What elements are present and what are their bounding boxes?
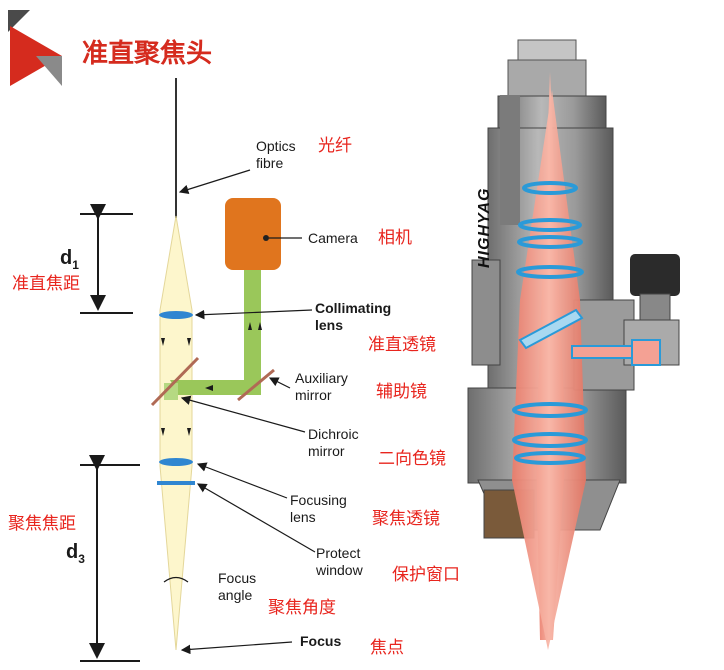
d1-dimension	[80, 204, 133, 314]
d1-label: d1	[60, 247, 79, 272]
dichroic-mirror-shape	[150, 356, 200, 407]
d3-dimension	[80, 455, 140, 662]
protect-window-shape	[157, 481, 195, 485]
auxiliary-mirror-shape	[237, 368, 275, 402]
collimating-lens-shape	[159, 311, 193, 319]
d1-label-cn: 准直焦距	[12, 274, 80, 293]
focusing-lens-label-cn: 聚焦透镜	[372, 509, 440, 528]
fibre-label-cn: 光纤	[318, 136, 352, 155]
auxiliary-mirror-label-cn: 辅助镜	[376, 382, 427, 401]
focusing-lens-shape	[159, 458, 193, 466]
beam-direction-arrows	[161, 322, 262, 436]
focusing-head-render	[467, 39, 680, 650]
d3-label: d3	[66, 541, 85, 566]
laser-beam	[159, 215, 193, 651]
focus-angle-arc	[163, 576, 189, 583]
protect-window-label-cn: 保护窗口	[392, 565, 460, 584]
d3-label-cn: 聚焦焦距	[8, 514, 76, 533]
camera-label-cn: 相机	[378, 228, 412, 247]
collimating-lens-label-cn: 准直透镜	[368, 335, 436, 354]
focus-label-cn: 焦点	[370, 638, 404, 657]
focus-label-en: Focus	[300, 633, 342, 649]
camera-label-en: Camera	[308, 230, 358, 246]
page-title: 准直聚焦头	[82, 39, 213, 69]
leader-lines	[178, 169, 316, 655]
brand-text: HIGHYAG	[476, 187, 493, 268]
focus-angle-label-cn: 聚焦角度	[268, 598, 336, 617]
camera-icon	[225, 198, 281, 270]
dichroic-mirror-label-cn: 二向色镜	[378, 449, 446, 468]
logo-icon	[8, 10, 62, 86]
